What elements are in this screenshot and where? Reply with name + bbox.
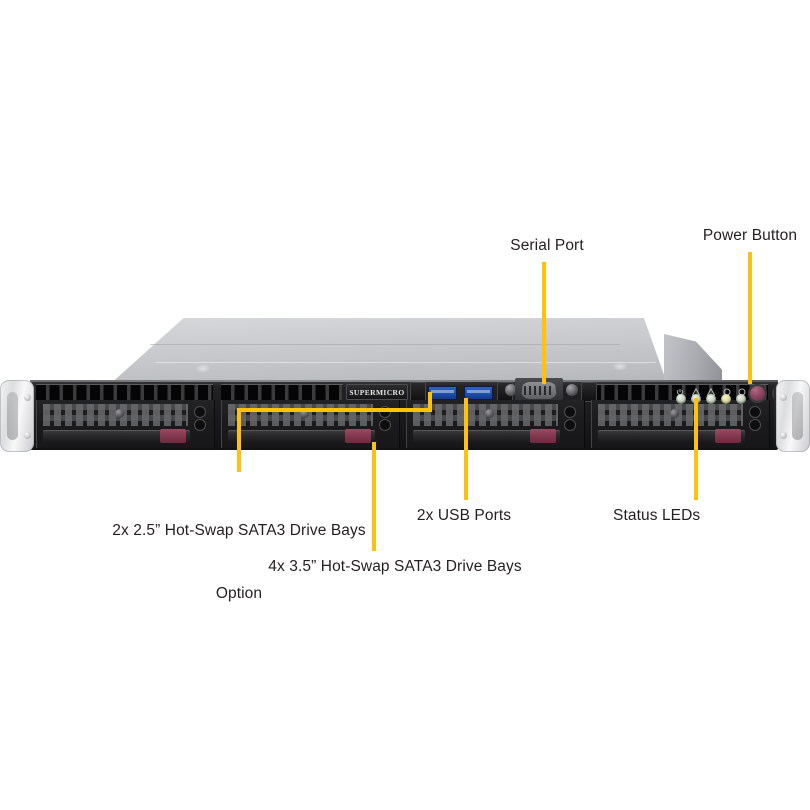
drive-bay-3[interactable] [406,400,585,448]
status-led-icon-row [676,382,746,395]
drive-bay-3-handle[interactable] [413,430,560,443]
drive-bay-2-screw-lower [379,419,391,431]
rack-handle-right-body [776,380,810,452]
drive-bay-1-knob [115,409,124,418]
power-icon [676,383,684,395]
drive-bay-1-handle[interactable] [43,430,190,443]
drive-bay-2-handle[interactable] [228,430,375,443]
led-overheat [736,393,746,404]
leader-line-status-leds [694,398,698,500]
leader-line-hotswap-35 [372,442,376,551]
rack-handle-left[interactable] [0,380,36,452]
control-panel [676,382,791,406]
vent-grille-2 [221,384,343,402]
rack-handle-right-grip [792,392,803,440]
drive-bay-3-screw-lower [564,419,576,431]
drive-bay-1[interactable] [36,400,215,448]
drive-bay-4-screw-upper [749,406,761,418]
vent-grille-1 [36,384,213,402]
supermicro-logo-text: SUPERMICRO [349,387,405,397]
serial-screwpost-right [566,384,578,396]
rack-handle-left-screw-bottom [24,432,31,439]
callout-label-power-button: Power Button [702,227,798,244]
chassis-top-cover [108,318,668,386]
rack-handle-right[interactable] [774,380,810,452]
callout-label-status-leds: Status LEDs [613,507,701,524]
drive-bay-4-release-latch[interactable] [715,429,741,443]
serial-screwpost-left [505,384,517,396]
drive-bay-2-release-latch[interactable] [345,429,371,443]
io-blank-port-left [410,382,426,402]
serial-port-pins [524,386,554,395]
network-icon-secondary [723,383,731,395]
status-led-row [676,393,746,404]
supermicro-logo: SUPERMICRO [346,384,408,400]
callout-label-hotswap-25: 2x 2.5” Hot-Swap SATA3 Drive Bays Option [44,478,434,646]
callout-label-hotswap-35: 4x 3.5” Hot-Swap SATA3 Drive Bays [268,558,522,575]
callout-label-hotswap-25-line2: Option [215,585,263,602]
chassis-cover-seam-upper [149,344,621,345]
leader-line-hotswap-25-horizontal [237,408,432,412]
leader-line-usb-ports [464,398,468,500]
drive-bay-4-knob [670,409,679,418]
callout-label-serial-port: Serial Port [510,237,584,254]
usb-port-2[interactable] [464,386,493,400]
rack-handle-left-grip [7,392,18,440]
io-blank-port-right [581,382,597,402]
chassis-cover-marking-right [612,362,628,371]
drive-bay-1-screw-upper [194,406,206,418]
rack-handle-right-screw-bottom [780,432,787,439]
drive-bay-1-release-latch[interactable] [160,429,186,443]
server-chassis: SUPERMICRO [0,318,810,468]
rack-handle-right-screw-top [780,394,787,401]
network-icon [706,383,716,395]
chassis-cover-seam-lower [155,362,657,363]
reset-button[interactable] [748,384,767,403]
led-network-1 [706,393,716,404]
leader-line-hotswap-25-vertical [237,408,241,472]
leader-line-hotswap-25-riser [428,392,432,412]
led-power [676,393,686,404]
drive-bay-3-release-latch[interactable] [530,429,556,443]
usb-port-1[interactable] [428,386,457,400]
drive-bay-3-screw-upper [564,406,576,418]
drive-bay-3-knob [485,409,494,418]
drive-bay-4-screw-lower [749,419,761,431]
rack-handle-left-screw-top [24,394,31,401]
drive-icon [691,383,700,395]
callout-label-usb-ports: 2x USB Ports [416,507,512,524]
chassis-cover-marking-left [195,364,211,373]
rack-handle-left-body [0,380,34,452]
chassis-front-bezel-highlight [30,380,778,382]
drive-bay-4-handle[interactable] [598,430,745,443]
leader-line-power-button [748,252,752,384]
drive-bay-2-knob [300,409,309,418]
leader-line-serial-port [542,262,546,384]
drive-bay-1-screw-lower [194,419,206,431]
led-network-2 [721,393,731,404]
drive-bay-4[interactable] [591,400,770,448]
thermometer-icon [738,383,746,395]
callout-label-hotswap-25-line1: 2x 2.5” Hot-Swap SATA3 Drive Bays [112,522,366,539]
